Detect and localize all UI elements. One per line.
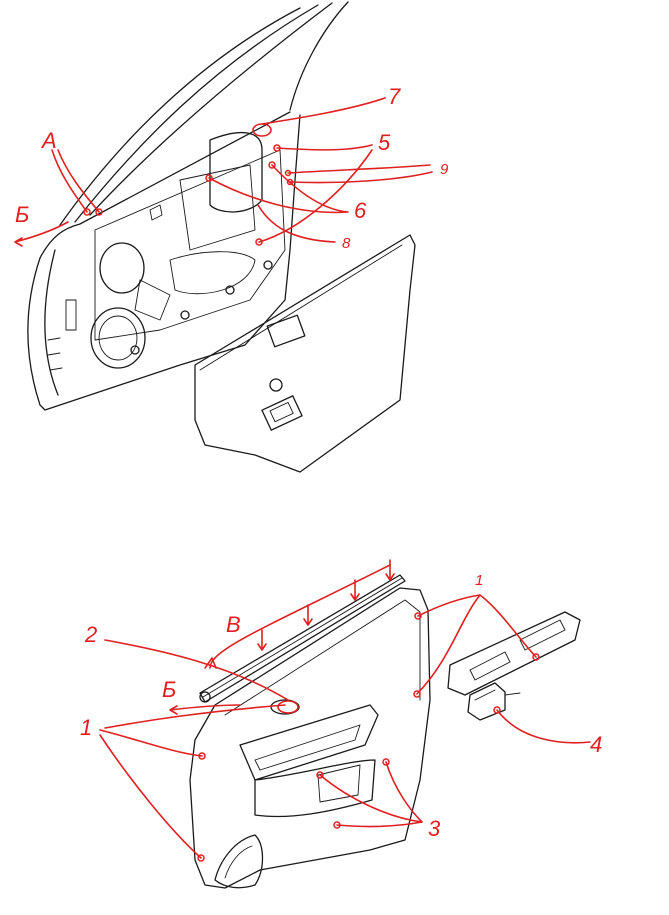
label-b-bottom: Б — [162, 677, 176, 702]
clip-point-1b — [197, 854, 205, 862]
clip-point-1d — [413, 690, 421, 698]
clip-point-a2 — [95, 208, 103, 216]
label-b-top: Б — [15, 202, 29, 227]
label-5: 5 — [378, 130, 391, 155]
clip-point-5b — [255, 238, 263, 246]
top-figure-annotations: A Б 5 6 7 8 9 — [14, 84, 449, 252]
label-4: 4 — [590, 732, 602, 757]
label-v: В — [226, 612, 241, 637]
label-3: 3 — [428, 816, 441, 841]
door-inner-panel-drawing — [27, 1, 349, 411]
label-1-left: 1 — [80, 715, 92, 740]
label-6: 6 — [354, 198, 367, 223]
label-1-right: 1 — [475, 572, 483, 589]
bottom-figure-annotations: 1 1 2 3 4 Б В — [80, 559, 602, 862]
label-2: 2 — [84, 622, 97, 647]
clip-point-1c — [414, 612, 422, 620]
clip-point-a1 — [83, 208, 91, 216]
label-7: 7 — [388, 84, 401, 109]
clip-point-4 — [493, 706, 501, 714]
window-switch-parts-drawing — [447, 611, 581, 721]
label-9: 9 — [440, 161, 449, 178]
label-8: 8 — [342, 235, 351, 252]
clip-point-3a — [382, 758, 390, 766]
clip-point-6a — [205, 174, 213, 182]
clip-point-2 — [277, 700, 299, 714]
clip-point-1e — [532, 653, 540, 661]
removed-trim-panel-drawing — [194, 234, 416, 473]
clip-point-6b — [268, 161, 276, 169]
label-a: A — [40, 128, 57, 153]
clip-point-3b — [316, 771, 324, 779]
